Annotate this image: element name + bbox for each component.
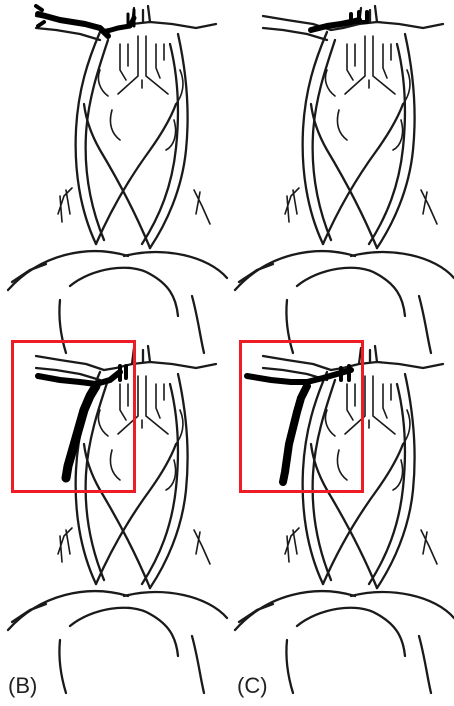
vessel-segment [70, 608, 178, 656]
vessel-segment [98, 70, 120, 140]
vessel-segment [351, 592, 454, 618]
vessel-segment [124, 252, 227, 278]
vessel-segment [285, 528, 299, 562]
vessel-segment [285, 188, 299, 222]
vessel-segment [303, 32, 327, 244]
vessel-segment [239, 264, 273, 282]
vessel-segment [347, 44, 391, 80]
vessel-segment [36, 28, 100, 40]
diagram-panel-bottom-right: (C) [227, 340, 454, 693]
vessel-segment [84, 104, 150, 248]
venous-diagram-top-left [0, 0, 227, 353]
diagram-panel-bottom-left: (B) [0, 340, 227, 693]
vessel-segment [345, 36, 395, 94]
panel-label-c: (C) [237, 675, 268, 697]
vessel-segment [297, 608, 405, 656]
vessel-segment [194, 190, 210, 224]
vessel-segment [192, 636, 204, 693]
highlight-box-c [239, 340, 364, 493]
vessel-segment [8, 251, 128, 290]
venous-diagram-top-right [227, 0, 454, 353]
vessel-segment [12, 604, 46, 622]
vessel-segment [86, 40, 108, 240]
vessel-segment [313, 40, 335, 240]
vessel-segment [325, 70, 347, 140]
vessel-segment [311, 104, 377, 248]
vessel-segment [8, 591, 128, 630]
occluded-vessel-top-left [36, 6, 134, 36]
diagram-panel-top-left [0, 0, 227, 353]
vessel-segment [120, 44, 164, 80]
vessel-segment [12, 264, 46, 282]
vessel-segment [76, 32, 100, 244]
vessel-segment [286, 640, 293, 693]
panel-label-b: (B) [8, 675, 37, 697]
vessel-segment [235, 591, 355, 630]
vessel-segment [59, 640, 66, 693]
vessel-segment [235, 251, 355, 290]
vessel-segment [421, 190, 437, 224]
vessel-segment [421, 530, 437, 564]
vessel-segment [58, 528, 72, 562]
vessel-segment [297, 268, 405, 316]
occluded-vessel-top-right [311, 12, 367, 30]
vessel-segment [124, 592, 227, 618]
vessel-segment [351, 252, 454, 278]
vessel-segment [58, 188, 72, 222]
diagram-panel-top-right [227, 0, 454, 353]
vessel-segment [419, 636, 431, 693]
vessel-segment [118, 36, 168, 94]
vessel-segment [70, 268, 178, 316]
highlight-box-b [11, 340, 136, 493]
vessel-segment [239, 604, 273, 622]
vessel-segment [194, 530, 210, 564]
